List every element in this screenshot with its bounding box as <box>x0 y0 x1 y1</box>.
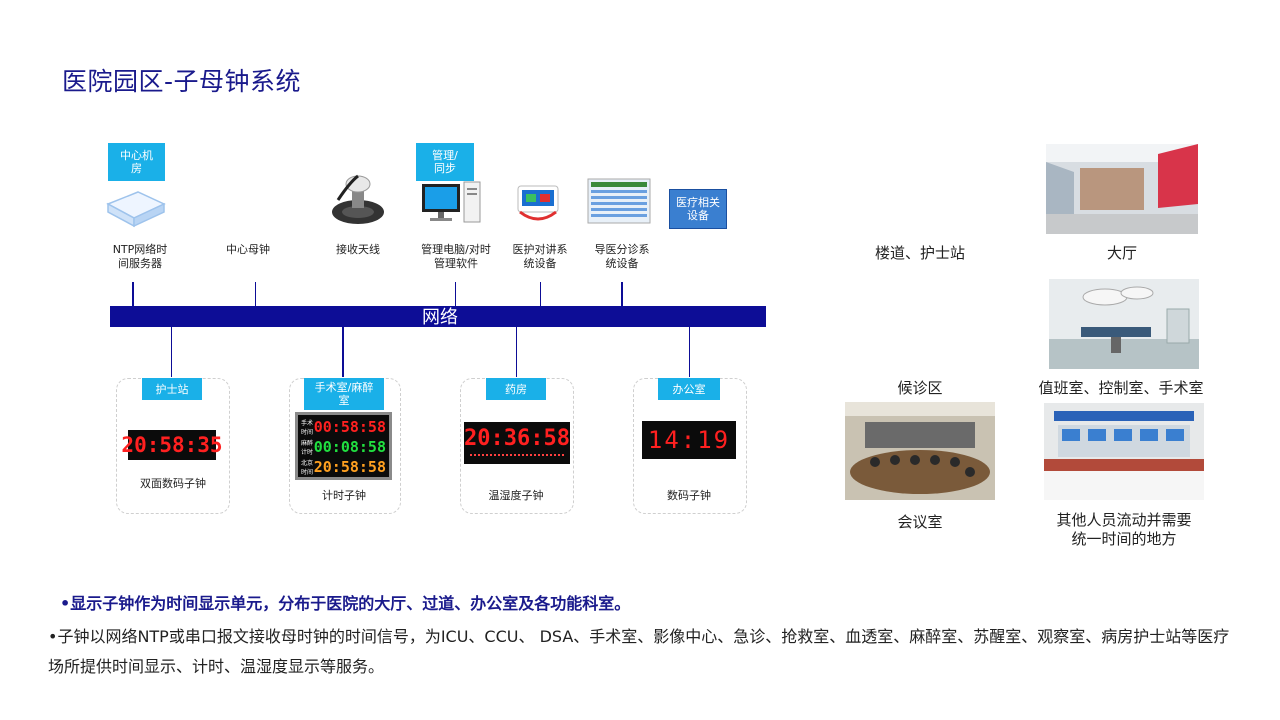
label-master-clock: 中心母钟 <box>226 243 270 256</box>
bullet-detail: •子钟以网络NTP或串口报文接收母时钟的时间信号，为ICU、CCU、 DSA、手… <box>48 627 1230 676</box>
timer-row-value: 00:58:58 <box>313 418 386 436</box>
connector-line <box>342 327 344 377</box>
connector-line <box>455 282 456 306</box>
hall-photo <box>1046 144 1198 234</box>
connector-line <box>171 327 172 377</box>
tag-manage-sync: 管理/同步 <box>416 143 474 181</box>
page-title: 医院园区-子母钟系统 <box>62 67 302 96</box>
connector-line <box>621 282 623 306</box>
registration-counter-photo <box>1044 403 1204 500</box>
label-other-places: 其他人员流动并需要统一时间的地方 <box>1056 511 1192 548</box>
label-intercom: 医护对讲系统设备 <box>512 243 568 270</box>
meeting-room-photo <box>845 402 995 500</box>
network-bar <box>110 306 766 327</box>
temp-clock-time: 20:36:58 <box>464 425 570 451</box>
timer-row: 手术时间 00:58:58 <box>301 417 386 437</box>
bullet-summary: •显示子钟作为时间显示单元，分布于医院的大厅、过道、办公室及各功能科室。 <box>60 594 631 613</box>
connector-line <box>540 282 541 306</box>
timer-row-label: 麻醉计时 <box>301 440 314 456</box>
computer-icon <box>420 180 484 230</box>
timer-row: 麻醉计时 00:08:58 <box>301 437 386 457</box>
connector-line <box>255 282 256 306</box>
timer-row-value: 20:58:58 <box>313 458 386 476</box>
timer-row: 北京时间 20:58:58 <box>301 457 386 477</box>
tag-office: 办公室 <box>658 378 720 400</box>
network-label: 网络 <box>422 307 458 328</box>
label-double-sided-clock: 双面数码子钟 <box>140 477 206 490</box>
timer-row-label: 北京时间 <box>301 460 314 476</box>
double-sided-digital-clock: 20:58:35 <box>121 430 223 460</box>
intercom-icon <box>514 182 564 232</box>
connector-line <box>132 282 134 306</box>
tag-medical-devices: 医疗相关设备 <box>669 189 727 229</box>
connector-line <box>689 327 690 377</box>
label-waiting-area: 候诊区 <box>897 379 943 397</box>
label-management-pc: 管理电脑/对时管理软件 <box>421 243 491 270</box>
label-temp-humidity-clock: 温湿度子钟 <box>488 489 544 502</box>
tag-surgery-room: 手术室/麻醉室 <box>304 378 384 410</box>
server-icon <box>104 186 166 232</box>
temp-clock-indicators <box>470 454 564 460</box>
tag-pharmacy: 药房 <box>486 378 546 400</box>
antenna-icon <box>330 172 386 232</box>
label-timer-clock: 计时子钟 <box>322 489 366 502</box>
label-antenna: 接收天线 <box>336 243 380 256</box>
label-ntp-server: NTP网络时间服务器 <box>112 243 168 270</box>
label-hall: 大厅 <box>1106 244 1137 262</box>
label-duty-rooms: 值班室、控制室、手术室 <box>1038 379 1204 397</box>
tag-nurse-station: 护士站 <box>142 378 202 400</box>
label-digital-clock: 数码子钟 <box>667 489 711 502</box>
timer-row-value: 00:08:58 <box>313 438 386 456</box>
connector-line <box>516 327 517 377</box>
tag-center-room: 中心机房 <box>108 143 165 181</box>
guide-system-icon <box>587 178 651 228</box>
label-meeting-room: 会议室 <box>897 513 943 531</box>
operating-room-photo <box>1049 279 1199 369</box>
label-guide-system: 导医分诊系统设备 <box>594 243 650 270</box>
timer-row-label: 手术时间 <box>301 420 314 436</box>
timer-clock: 手术时间 00:58:58 麻醉计时 00:08:58 北京时间 20:58:5… <box>295 412 392 480</box>
digital-clock: 14:19 <box>642 421 736 459</box>
temperature-humidity-clock: 20:36:58 <box>464 422 570 464</box>
label-corridor: 楼道、护士站 <box>874 244 965 262</box>
